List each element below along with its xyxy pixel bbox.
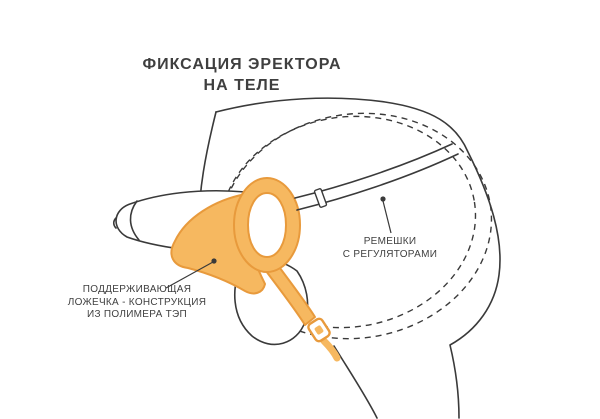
leader-dot-straps xyxy=(380,196,386,202)
strap-buckle-slot xyxy=(314,325,324,335)
strap-slider xyxy=(313,188,328,208)
torso-buttock-outline xyxy=(215,97,501,419)
leader-lines-group xyxy=(165,196,392,289)
diagram-title: ФИКСАЦИЯ ЭРЕКТОРА НА ТЕЛЕ xyxy=(142,56,342,94)
meatus-line xyxy=(112,217,117,229)
leader-line-spoon xyxy=(165,261,214,289)
glans-corona-line xyxy=(129,200,140,241)
waist-strap-bottom-line xyxy=(296,153,459,211)
waist-strap-front-group xyxy=(294,143,459,211)
strap-tail xyxy=(320,337,341,362)
label-straps-with-regulators: РЕМЕШКИ С РЕГУЛЯТОРАМИ xyxy=(342,236,438,260)
leader-line-straps xyxy=(382,200,392,234)
harness-ring xyxy=(233,177,301,273)
label-support-spoon: ПОДДЕРЖИВАЮЩАЯ ЛОЖЕЧКА - КОНСТРУКЦИЯ ИЗ … xyxy=(67,284,207,320)
waist-strap-top-line xyxy=(294,143,453,199)
erector-device-group xyxy=(170,177,341,362)
crotch-strap-band xyxy=(265,259,316,326)
thigh-front-line xyxy=(333,345,378,419)
leader-dot-spoon xyxy=(211,258,217,264)
